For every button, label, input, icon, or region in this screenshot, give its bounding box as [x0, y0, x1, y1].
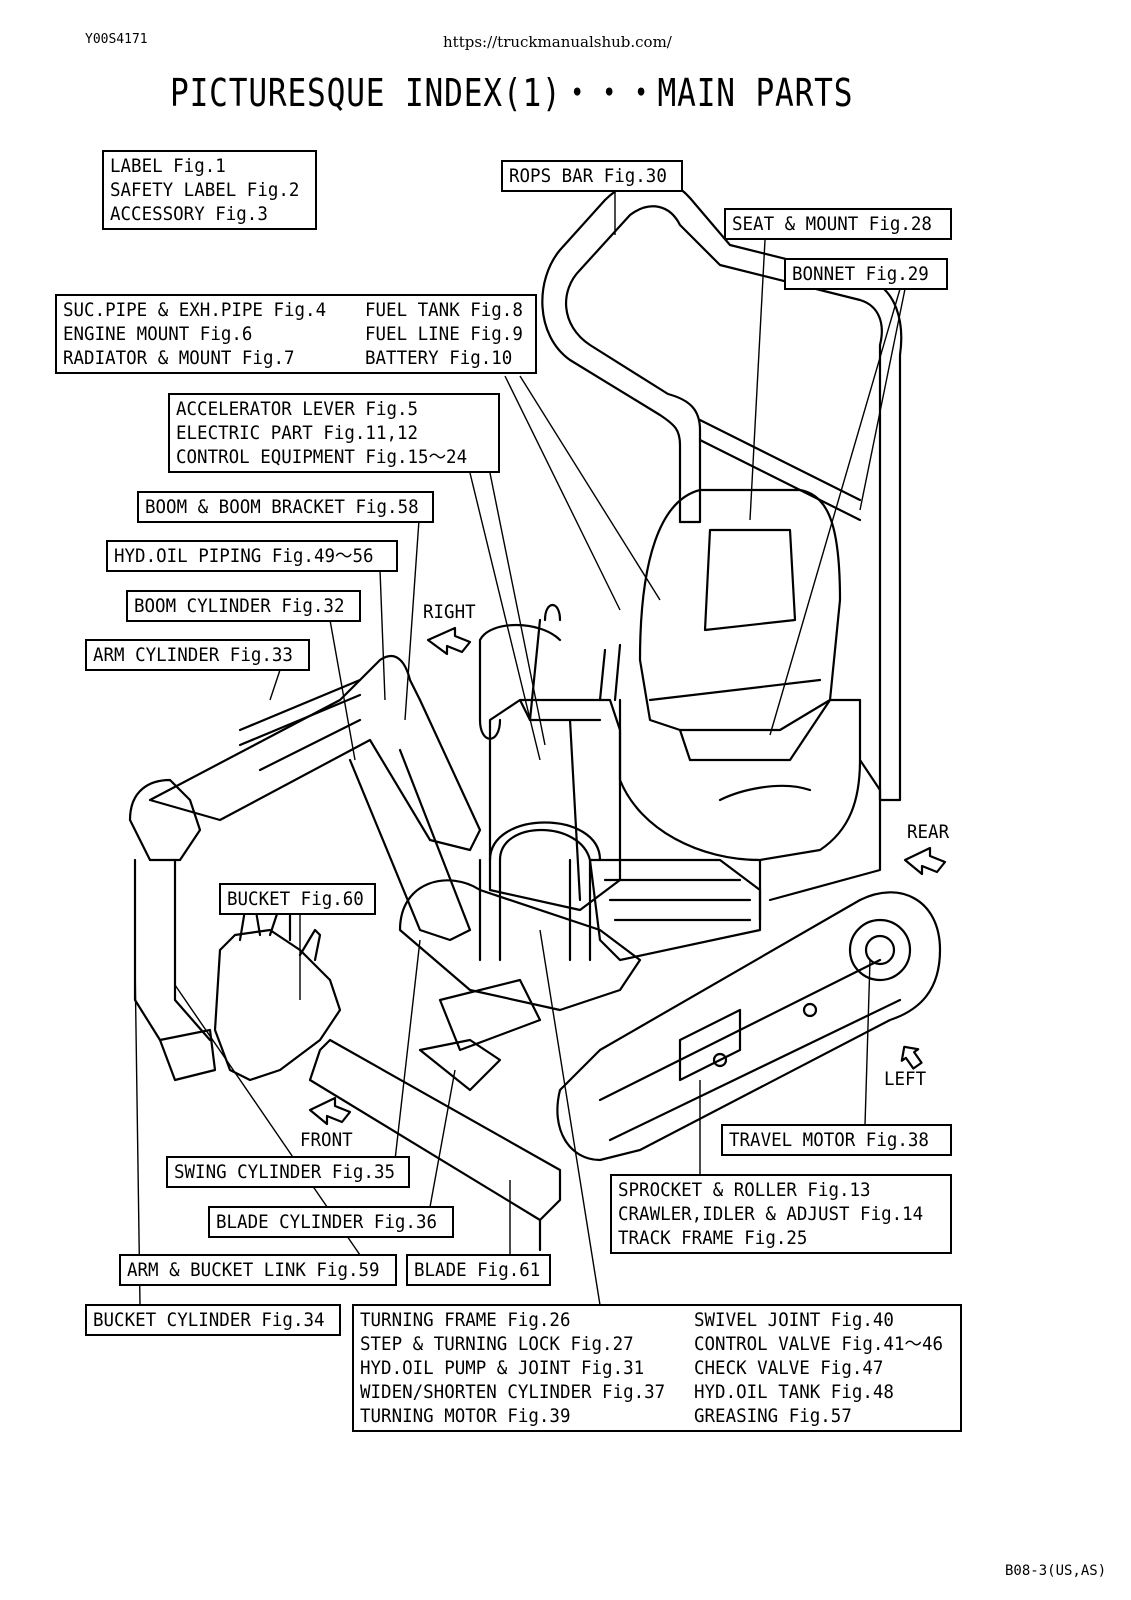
label-text: BONNET Fig.29	[792, 263, 929, 285]
label-item: SPROCKET & ROLLER Fig.13	[618, 1179, 871, 1201]
blade-shape	[308, 1038, 562, 1252]
label-group-box: LABEL Fig.1 SAFETY LABEL Fig.2 ACCESSORY…	[102, 150, 317, 230]
control-tower-shape	[488, 698, 622, 912]
label-item: CONTROL EQUIPMENT Fig.15～24	[176, 446, 468, 468]
label-item: FUEL TANK Fig.8	[364, 299, 523, 321]
bucket-label: BUCKET Fig.60	[219, 883, 376, 915]
bucket-shape	[213, 928, 342, 1082]
bonnet-label: BONNET Fig.29	[784, 258, 948, 290]
label-text: ARM CYLINDER Fig.33	[93, 644, 293, 666]
label-item: SUC.PIPE & EXH.PIPE Fig.4	[63, 299, 327, 321]
label-text: SEAT & MOUNT Fig.28	[732, 213, 932, 235]
blade-label: BLADE Fig.61	[406, 1254, 551, 1286]
label-item: LABEL Fig.1	[110, 155, 226, 177]
label-text: ROPS BAR Fig.30	[509, 165, 667, 187]
label-item: HYD.OIL TANK Fig.48	[694, 1381, 894, 1403]
label-item: CONTROL VALVE Fig.41～46	[694, 1333, 944, 1355]
seat-shape	[638, 488, 842, 732]
page-title: PICTURESQUE INDEX(1)・・・MAIN PARTS	[170, 71, 854, 115]
crawler-track-shape	[556, 891, 942, 1162]
travel-motor-label: TRAVEL MOTOR Fig.38	[721, 1124, 952, 1156]
label-item: WIDEN/SHORTEN CYLINDER Fig.37	[360, 1381, 666, 1403]
arm-bucket-link-label: ARM & BUCKET LINK Fig.59	[119, 1254, 397, 1286]
label-text: BLADE CYLINDER Fig.36	[216, 1211, 438, 1233]
arm-cylinder-label: ARM CYLINDER Fig.33	[85, 639, 310, 671]
boom-arm-shape	[148, 655, 482, 852]
label-text: BUCKET CYLINDER Fig.34	[93, 1309, 325, 1331]
label-text: ARM & BUCKET LINK Fig.59	[127, 1259, 380, 1281]
label-item: BATTERY Fig.10	[364, 347, 513, 369]
direction-front: FRONT	[300, 1129, 353, 1151]
bonnet-shape	[618, 698, 882, 922]
sprocket-group-box: SPROCKET & ROLLER Fig.13 CRAWLER,IDLER &…	[610, 1174, 952, 1254]
label-item: TURNING FRAME Fig.26	[360, 1309, 571, 1331]
label-item: TURNING MOTOR Fig.39	[360, 1405, 571, 1427]
page-number: B08-3(US,AS)	[1005, 1563, 1107, 1579]
label-item: CHECK VALVE Fig.47	[694, 1357, 884, 1379]
label-item: STEP & TURNING LOCK Fig.27	[360, 1333, 634, 1355]
label-item: SAFETY LABEL Fig.2	[110, 179, 300, 201]
direction-left: LEFT	[884, 1068, 927, 1090]
label-item: GREASING Fig.57	[694, 1405, 852, 1427]
label-item: ENGINE MOUNT Fig.6	[63, 323, 253, 345]
label-text: HYD.OIL PIPING Fig.49～56	[114, 545, 374, 567]
hyd-oil-piping-label: HYD.OIL PIPING Fig.49～56	[106, 540, 398, 572]
label-item: ACCELERATOR LEVER Fig.5	[176, 398, 419, 420]
label-item: RADIATOR & MOUNT Fig.7	[63, 347, 295, 369]
source-url[interactable]: https://truckmanualshub.com/	[443, 33, 672, 51]
label-item: SWIVEL JOINT Fig.40	[694, 1309, 894, 1331]
label-text: SWING CYLINDER Fig.35	[174, 1161, 396, 1183]
label-text: BOOM CYLINDER Fig.32	[134, 595, 345, 617]
bucket-cylinder-label: BUCKET CYLINDER Fig.34	[85, 1304, 341, 1336]
label-item: ELECTRIC PART Fig.11,12	[176, 422, 419, 444]
direction-right: RIGHT	[423, 601, 476, 623]
boom-bracket-label: BOOM & BOOM BRACKET Fig.58	[137, 491, 434, 523]
label-text: TRAVEL MOTOR Fig.38	[729, 1129, 929, 1151]
label-text: BOOM & BOOM BRACKET Fig.58	[145, 496, 419, 518]
label-item: CRAWLER,IDLER & ADJUST Fig.14	[618, 1203, 924, 1225]
label-item: TRACK FRAME Fig.25	[618, 1227, 808, 1249]
seat-mount-label: SEAT & MOUNT Fig.28	[724, 208, 952, 240]
label-item: ACCESSORY Fig.3	[110, 203, 268, 225]
rops-bar-shape	[541, 177, 903, 802]
rops-bar-label: ROPS BAR Fig.30	[501, 160, 683, 192]
document-code: Y00S4171	[85, 32, 148, 47]
label-item: HYD.OIL PUMP & JOINT Fig.31	[360, 1357, 645, 1379]
frame-group-box: TURNING FRAME Fig.26 STEP & TURNING LOCK…	[352, 1304, 962, 1432]
blade-cylinder-label: BLADE CYLINDER Fig.36	[208, 1206, 454, 1238]
label-text: BLADE Fig.61	[414, 1259, 541, 1281]
direction-rear: REAR	[907, 821, 950, 843]
label-text: BUCKET Fig.60	[227, 888, 364, 910]
engine-group-box: SUC.PIPE & EXH.PIPE Fig.4 ENGINE MOUNT F…	[55, 294, 537, 374]
label-item: FUEL LINE Fig.9	[364, 323, 523, 345]
control-group-box: ACCELERATOR LEVER Fig.5 ELECTRIC PART Fi…	[168, 393, 500, 473]
boom-cylinder-label: BOOM CYLINDER Fig.32	[126, 590, 361, 622]
swing-cylinder-label: SWING CYLINDER Fig.35	[166, 1156, 410, 1188]
